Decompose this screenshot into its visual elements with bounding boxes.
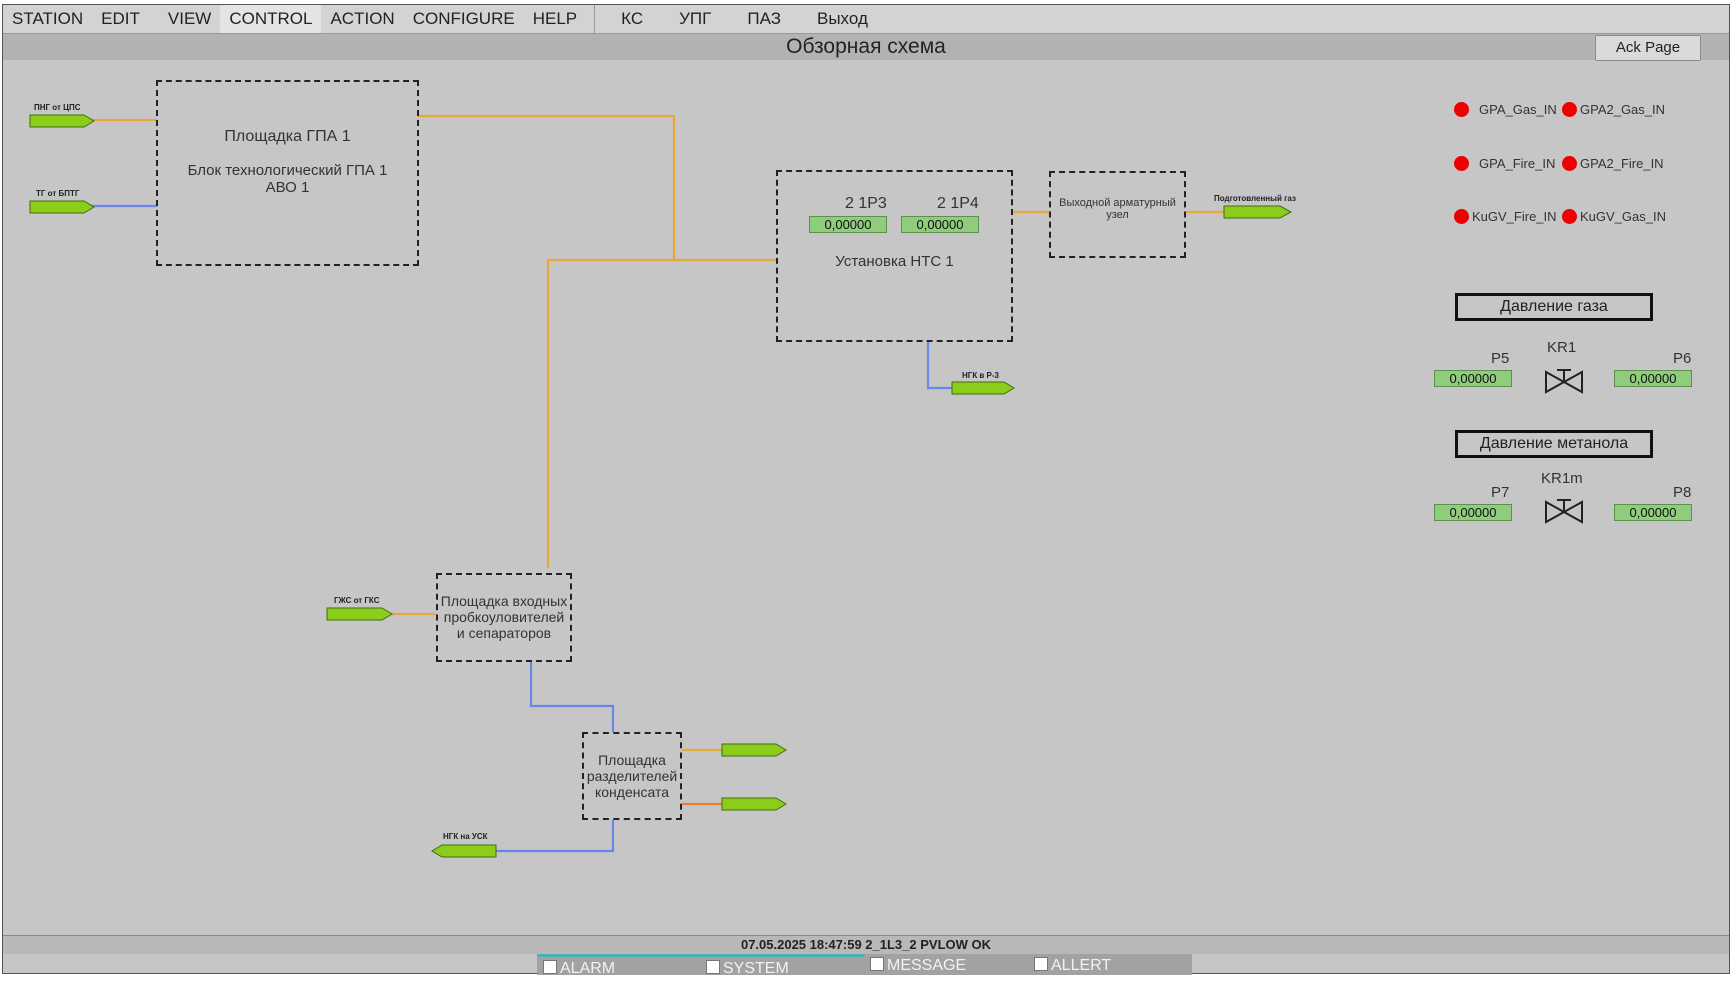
menu-edit[interactable]: EDIT (101, 9, 140, 28)
tab-message-label: MESSAGE (887, 957, 967, 974)
p7-label: P7 (1491, 484, 1510, 501)
ack-page-button[interactable]: Ack Page (1595, 35, 1701, 61)
tag-ngk-r3: НГК в Р-3 (962, 371, 1000, 380)
tag-tg: ТГ от БПТГ (36, 189, 80, 198)
water-line-ngk-r3 (926, 342, 952, 390)
tab-message[interactable]: MESSAGE (864, 954, 1028, 975)
indicator-kugv-gas: KuGV_Gas_IN (1580, 209, 1666, 224)
alarm-dot-kugv-fire (1454, 209, 1469, 224)
alarm-dot-gpa-fire (1454, 156, 1469, 171)
tab-alarm[interactable]: ALARM (537, 954, 700, 977)
p8-value: 0,00000 (1614, 504, 1692, 521)
tab-system-label: SYSTEM (723, 960, 789, 977)
valve-kr1-icon[interactable] (1544, 368, 1584, 396)
arrow-sep-out1 (721, 743, 787, 757)
indicator-gpa-fire: GPA_Fire_IN (1479, 156, 1556, 171)
tag-png: ПНГ от ЦПС (34, 103, 81, 112)
tab-allert-label: ALLERT (1051, 957, 1112, 974)
nts-p4-value: 0,00000 (901, 216, 979, 233)
tag-gzhs: ГЖС от ГКС (334, 596, 380, 605)
tab-system[interactable]: SYSTEM (700, 954, 864, 977)
nts-p3-label: 2 1Р3 (845, 195, 887, 212)
gpa-line3: АВО 1 (265, 179, 310, 196)
menu-ks[interactable]: КС (621, 9, 644, 28)
p5-label: P5 (1491, 350, 1510, 367)
water-line-inlet-sep (529, 662, 615, 732)
arrow-ngk-r3 (951, 381, 1015, 395)
system-checkbox[interactable] (706, 960, 720, 974)
arrow-tg (29, 200, 95, 214)
tag-prepared-gas: Подготовленный газ (1214, 194, 1296, 203)
p5-value: 0,00000 (1434, 370, 1512, 387)
nts-p3-value: 0,00000 (809, 216, 887, 233)
menu-upg[interactable]: УПГ (679, 9, 712, 28)
condensate-separators-block[interactable]: Площадка разделителей конденсата (582, 732, 682, 820)
valve-kr1-label: KR1 (1547, 339, 1577, 356)
p8-label: P8 (1673, 484, 1692, 501)
menu-help[interactable]: HELP (532, 9, 578, 28)
scada-window (2, 4, 1730, 974)
tab-alarm-label: ALARM (560, 960, 616, 977)
menu-station[interactable]: STATION (12, 9, 84, 28)
alarm-dot-kugv-gas (1562, 209, 1577, 224)
inlet-separators-block[interactable]: Площадка входных пробкоуловителей и сепа… (436, 573, 572, 662)
gpa-site-block[interactable]: Площадка ГПА 1 Блок технологический ГПА … (156, 80, 419, 266)
menu-configure[interactable]: CONFIGURE (412, 9, 515, 28)
page-title: Обзорная схема (786, 35, 946, 58)
menu-bar: STATION EDIT VIEW CONTROL ACTION CONFIGU… (3, 5, 1729, 34)
gas-pressure-header[interactable]: Давление газа (1455, 293, 1653, 321)
nts-title: Установка НТС 1 (835, 253, 954, 270)
indicator-gpa2-gas: GPA2_Gas_IN (1580, 102, 1666, 117)
tag-ngk-usk: НГК на УСК (443, 832, 488, 841)
gas-line-gpa-out (418, 114, 676, 260)
gpa-line2: Блок технологический ГПА 1 (187, 162, 388, 179)
status-message: 07.05.2025 18:47:59 2_1L3_2 PVLOW OK (3, 935, 1729, 954)
arrow-png (29, 114, 95, 128)
arrow-ngk-usk (431, 844, 497, 858)
alarm-dot-gpa2-fire (1562, 156, 1577, 171)
menu-control[interactable]: CONTROL (220, 5, 322, 33)
title-bar (3, 34, 1729, 60)
arrow-gzhs (326, 607, 393, 621)
valve-kr1m-label: KR1m (1541, 470, 1583, 487)
valve-kr1m-icon[interactable] (1544, 498, 1584, 526)
arrow-prepared (1223, 205, 1293, 219)
water-line-usk (496, 820, 615, 853)
indicator-kugv-fire: KuGV_Fire_IN (1472, 209, 1557, 224)
indicator-gpa2-fire: GPA2_Fire_IN (1580, 156, 1664, 171)
allert-checkbox[interactable] (1034, 957, 1048, 971)
menu-view[interactable]: VIEW (167, 9, 212, 28)
gas-line-main (546, 258, 776, 568)
methanol-pressure-header[interactable]: Давление метанола (1455, 430, 1653, 458)
nts-p4-label: 2 1Р4 (937, 195, 979, 212)
menu-action[interactable]: ACTION (330, 9, 395, 28)
indicator-gpa-gas: GPA_Gas_IN (1479, 102, 1557, 117)
arrow-sep-out2 (721, 797, 787, 811)
alarm-dot-gpa2-gas (1562, 102, 1577, 117)
gpa-title: Площадка ГПА 1 (224, 128, 351, 145)
outlet-valve-node[interactable]: Выходной арматурный узел (1049, 171, 1186, 258)
menu-exit[interactable]: Выход (817, 9, 868, 28)
menu-paz[interactable]: ПАЗ (747, 9, 781, 28)
nts-unit-block[interactable] (776, 170, 1013, 342)
tab-allert[interactable]: ALLERT (1028, 954, 1192, 975)
menu-divider (594, 5, 596, 33)
p6-label: P6 (1673, 350, 1692, 367)
alarm-checkbox[interactable] (543, 960, 557, 974)
message-checkbox[interactable] (870, 957, 884, 971)
alarm-dot-gpa-gas (1454, 102, 1469, 117)
p6-value: 0,00000 (1614, 370, 1692, 387)
p7-value: 0,00000 (1434, 504, 1512, 521)
